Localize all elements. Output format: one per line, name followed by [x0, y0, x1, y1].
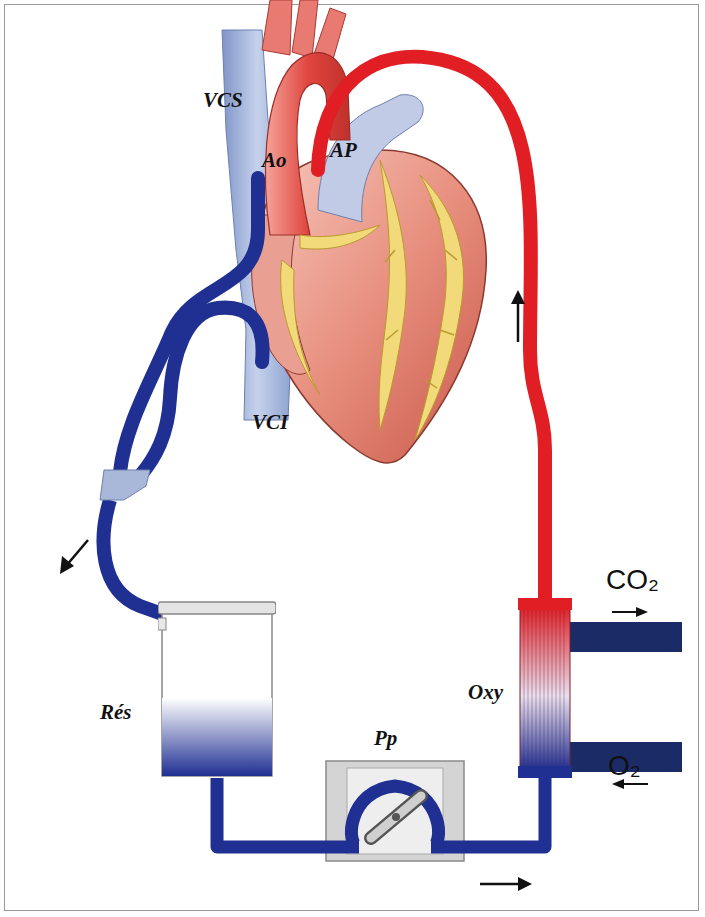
gas-label: O₂	[608, 750, 641, 782]
anatomy-label: Ao	[262, 148, 287, 173]
reservoir-shape	[158, 598, 276, 778]
blood-tube	[465, 778, 545, 847]
oxygenator-shape	[518, 598, 572, 778]
component-label: Oxy	[468, 680, 503, 705]
anatomy-label: VCI	[252, 410, 288, 435]
roller-pump-shape	[325, 760, 465, 862]
roller-pump: Pp	[322, 726, 468, 866]
oxygenator: Oxy	[462, 596, 574, 780]
component-label: Rés	[100, 700, 132, 725]
gas-label: CO₂	[606, 564, 659, 596]
anatomy-label: VCS	[203, 88, 243, 113]
anatomy-label: AP	[330, 138, 357, 163]
reservoir: Rés	[100, 596, 280, 780]
component-label: Pp	[374, 726, 397, 751]
blood-tube	[217, 778, 325, 847]
